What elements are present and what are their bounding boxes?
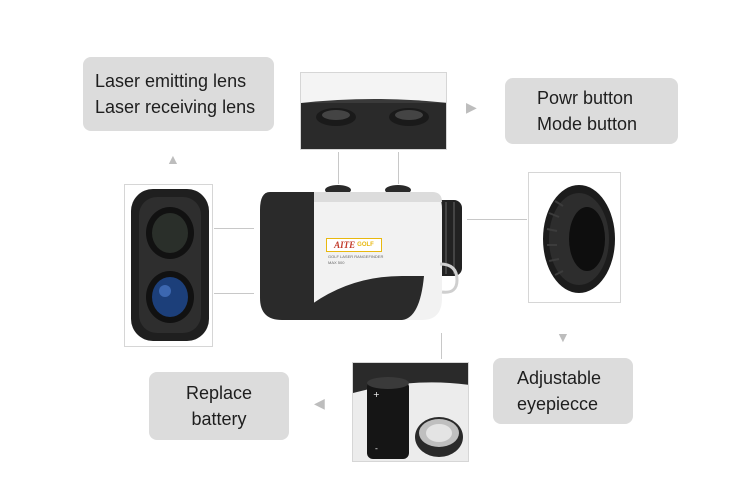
eyepiece-photo xyxy=(528,172,621,303)
model-text: GOLF LASER RANGEFINDER xyxy=(328,254,384,259)
battery-callout-line1: Replace xyxy=(185,383,253,403)
rangefinder-icon xyxy=(260,185,462,320)
eyepiece-callout-line1: Adjustable xyxy=(517,368,602,388)
buttons-callout-line2: Mode button xyxy=(537,114,638,134)
connector-lens-bottom xyxy=(214,293,254,294)
lens-closeup-icon xyxy=(125,185,212,346)
connector-button-left xyxy=(338,152,339,184)
buttons-callout-line1: Powr button xyxy=(537,88,634,108)
arrow-up-icon: ▲ xyxy=(166,151,180,167)
arrow-left-icon: ◀ xyxy=(314,395,325,411)
arrow-right-icon: ▶ xyxy=(466,99,477,115)
arrow-down-icon: ▼ xyxy=(556,329,570,345)
eyepiece-closeup-icon xyxy=(529,173,620,302)
brand-suffix: GOLF xyxy=(357,242,374,248)
brand-name: AITE xyxy=(334,240,356,250)
battery-photo: + - xyxy=(352,362,469,462)
lens-callout-line1: Laser emitting lens xyxy=(95,71,247,91)
connector-lens-top xyxy=(214,228,254,229)
connector-eyepiece xyxy=(467,219,527,220)
lens-photo xyxy=(124,184,213,347)
model-sub: MAX 500 xyxy=(328,260,345,265)
rangefinder-device: AITE GOLF GOLF LASER RANGEFINDER MAX 500 xyxy=(252,180,467,330)
lens-callout: Laser emitting lens Laser receiving lens xyxy=(83,57,274,131)
connector-button-right xyxy=(398,152,399,184)
brand-badge: AITE GOLF xyxy=(326,238,382,252)
buttons-photo xyxy=(300,72,447,150)
buttons-callout: Powr button Mode button xyxy=(505,78,678,144)
eyepiece-callout: Adjustable eyepiecce xyxy=(493,358,633,424)
lens-callout-line2: Laser receiving lens xyxy=(95,97,256,117)
buttons-closeup-icon xyxy=(301,73,446,149)
svg-text:-: - xyxy=(375,444,378,453)
battery-callout: Replace battery xyxy=(149,372,289,440)
connector-battery xyxy=(441,333,442,359)
battery-closeup-icon: + - xyxy=(353,363,468,461)
svg-text:+: + xyxy=(373,390,380,399)
battery-callout-line2: battery xyxy=(191,409,247,429)
eyepiece-callout-line2: eyepiecce xyxy=(517,394,599,414)
